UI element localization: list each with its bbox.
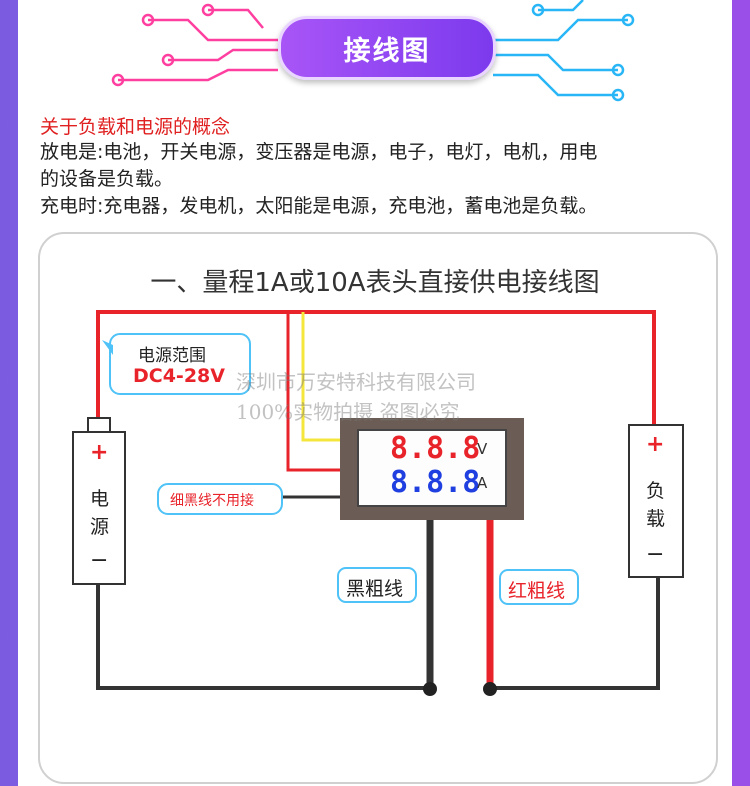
- red-meter-wire: [286, 312, 343, 472]
- watermark-company: 深圳市万安特科技有限公司: [236, 370, 476, 394]
- concept-line-3: 充电时:充电器，发电机，太阳能是电源，充电池，蓄电池是负载。: [40, 195, 598, 217]
- current-unit: A: [477, 474, 488, 492]
- wiring-diagram: [72, 310, 684, 696]
- red-top-wire: [96, 310, 656, 425]
- concept-heading: 关于负载和电源的概念: [40, 116, 231, 138]
- thin-black-callout: [157, 483, 283, 515]
- power-range-label: 电源范围: [138, 346, 206, 366]
- battery-label-1: 电: [90, 488, 110, 510]
- load-plus: +: [646, 432, 665, 457]
- battery-plus: +: [90, 440, 109, 465]
- concept-line-2: 的设备是负载。: [40, 168, 174, 190]
- load-minus: −: [646, 542, 665, 567]
- meter-screen: [357, 429, 507, 507]
- red-thick-label: 红粗线: [508, 580, 566, 602]
- red-junction: [483, 682, 497, 696]
- battery-cap: [87, 417, 111, 433]
- battery-label-2: 源: [90, 516, 110, 538]
- page: 接线图 关于负载和电源的概念 放电是:电池，开关电源，变压器是电源，电子，电灯，…: [18, 0, 732, 786]
- voltage-unit: V: [477, 440, 488, 458]
- power-range-callout: [109, 333, 251, 395]
- circuit-decoration: [111, 0, 635, 102]
- banner-title: 接线图: [343, 36, 431, 67]
- load-bottom-wire: [490, 578, 660, 690]
- watermark-notice: 100%实物拍摄 盗图必究: [236, 400, 460, 424]
- load-body: [628, 424, 684, 578]
- power-range-value: DC4-28V: [133, 365, 225, 387]
- black-thick-label: 黑粗线: [346, 578, 404, 600]
- load-label-2: 载: [646, 508, 666, 530]
- battery-minus: −: [90, 548, 109, 573]
- battery-body: [72, 431, 126, 585]
- load-label-1: 负: [646, 480, 666, 502]
- thin-black-note: 细黑线不用接: [170, 493, 254, 509]
- banner-title-pill: 接线图: [278, 16, 496, 80]
- current-display: 8.8.8: [390, 465, 481, 500]
- concept-line-1: 放电是:电池，开关电源，变压器是电源，电子，电灯，电机，用电: [40, 141, 598, 163]
- black-junction: [423, 682, 437, 696]
- black-thick-callout: [337, 567, 417, 603]
- yellow-wire: [301, 312, 343, 442]
- voltage-display: 8.8.8: [390, 431, 481, 466]
- banner: 接线图: [18, 0, 732, 110]
- black-bottom-wire: [96, 585, 430, 690]
- diagram-title: 一、量程1A或10A表头直接供电接线图: [150, 268, 600, 298]
- red-thick-callout: [499, 569, 579, 605]
